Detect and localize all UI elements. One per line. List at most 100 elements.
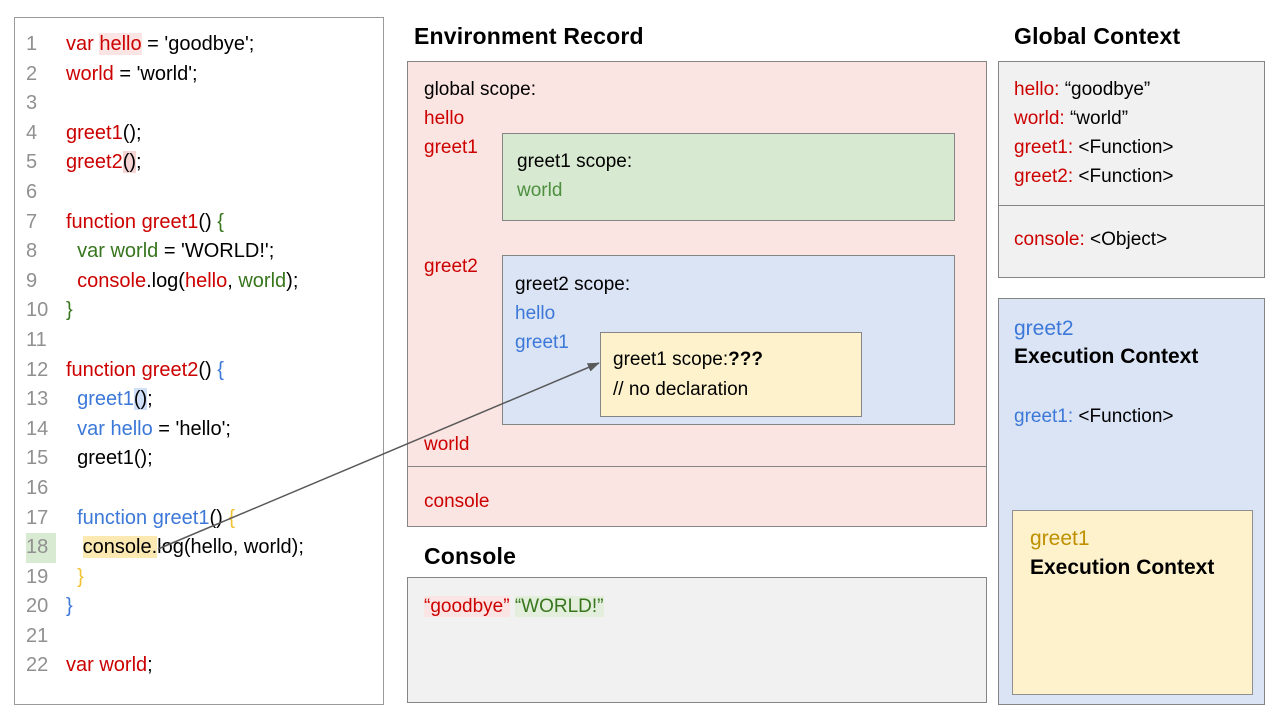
text-token: greet2 — [66, 151, 123, 174]
code-line: 6 — [15, 178, 383, 208]
greet1-ec-name: greet1 — [1030, 527, 1090, 550]
text-token: greet2: — [1014, 166, 1074, 187]
greet2-scope-var-hello: hello — [515, 303, 556, 324]
line-number: 5 — [26, 151, 38, 174]
text-token: “goodbye” — [424, 596, 510, 617]
code-text: console.log(hello, world); — [66, 533, 304, 563]
code-line: 13 greet1(); — [15, 385, 383, 415]
code-line: 15 greet1(); — [15, 444, 383, 474]
code-line: 18 console.log(hello, world); — [15, 533, 383, 563]
text-token: () — [198, 358, 218, 381]
text-token: console — [77, 269, 147, 292]
text-token: hello — [99, 33, 142, 55]
code-line: 16 — [15, 474, 383, 504]
text-token: console. — [82, 536, 158, 559]
text-token: } — [66, 299, 73, 322]
code-text: var hello = 'hello'; — [66, 415, 231, 445]
greet2-ec-title: Execution Context — [1014, 345, 1199, 368]
line-number: 14 — [26, 417, 49, 440]
code-line: 21 — [15, 622, 383, 652]
code-line: 17 function greet1() { — [15, 504, 383, 534]
global-var-console: console — [424, 491, 490, 512]
text-token: greet1: — [1014, 137, 1074, 158]
line-number: 18 — [26, 533, 56, 563]
code-text: function greet1() { — [66, 504, 235, 534]
text-token: function greet2 — [66, 358, 199, 381]
text-token: <Object> — [1084, 229, 1168, 250]
text-token: ??? — [728, 349, 763, 370]
text-token: } — [66, 595, 73, 618]
text-token: “world” — [1064, 108, 1129, 129]
text-token: } — [77, 565, 84, 588]
global-context-divider — [998, 204, 1265, 206]
code-text: } — [66, 563, 84, 593]
text-token: <Function> — [1073, 137, 1174, 158]
text-token: greet1 — [77, 388, 134, 411]
code-text: var hello = 'goodbye'; — [66, 30, 254, 60]
text-token — [66, 536, 83, 558]
line-number: 13 — [26, 388, 49, 411]
text-token — [66, 270, 77, 292]
text-token: ); — [286, 269, 299, 292]
text-token: console: — [1014, 229, 1085, 250]
code-text: greet1(); — [66, 385, 153, 415]
text-token: ; — [147, 654, 153, 677]
text-token: = 'WORLD!'; — [158, 240, 275, 263]
text-token: { — [217, 358, 224, 381]
code-text: var world; — [66, 651, 153, 681]
gc-entry-hello: hello: “goodbye” — [1014, 78, 1150, 102]
code-text: } — [66, 592, 73, 622]
code-line: 19 } — [15, 563, 383, 593]
global-var-world: world — [424, 434, 470, 455]
greet2-ec-name: greet2 — [1014, 317, 1074, 340]
global-context-box — [998, 61, 1265, 278]
text-token: var world — [77, 240, 159, 263]
gc-entry-greet2: greet2: <Function> — [1014, 165, 1174, 189]
gc-entry-greet1: greet1: <Function> — [1014, 136, 1174, 160]
environment-record-title: Environment Record — [414, 23, 644, 49]
text-token: ; — [147, 388, 153, 411]
text-token — [66, 388, 77, 410]
text-token: = 'world'; — [113, 62, 198, 85]
code-line: 20} — [15, 592, 383, 622]
text-token: greet1 — [66, 121, 123, 144]
line-number: 16 — [26, 476, 49, 499]
code-text: world = 'world'; — [66, 60, 198, 90]
text-token: { — [217, 210, 224, 233]
text-token: world — [66, 62, 114, 85]
text-token: () — [122, 151, 137, 174]
text-token: log(hello, world); — [157, 536, 304, 559]
greet1-inner-scope-label: greet1 scope:??? — [613, 348, 763, 372]
line-number: 19 — [26, 565, 49, 588]
text-token: hello: — [1014, 79, 1060, 100]
text-token — [66, 447, 77, 469]
text-token: var — [66, 33, 100, 55]
text-token — [66, 418, 77, 440]
greet1-inner-scope-comment: // no declaration — [613, 379, 749, 400]
text-token: () — [209, 506, 229, 529]
code-text: greet2(); — [66, 148, 142, 178]
global-context-title: Global Context — [1014, 23, 1181, 49]
text-token: .log( — [146, 269, 185, 292]
code-text: console.log(hello, world); — [66, 267, 298, 297]
code-line: 12 function greet2() { — [15, 356, 383, 386]
console-title: Console — [424, 543, 517, 569]
line-number: 12 — [26, 358, 49, 381]
line-number: 15 — [26, 447, 49, 470]
text-token: <Function> — [1073, 166, 1174, 187]
global-console-row — [407, 465, 987, 527]
code-line: 10} — [15, 296, 383, 326]
text-token: , — [227, 269, 239, 292]
text-token: () — [133, 388, 148, 411]
line-number: 9 — [26, 269, 38, 292]
line-number: 8 — [26, 240, 38, 263]
code-line: 3 — [15, 89, 383, 119]
text-token: var hello — [77, 417, 153, 440]
text-token: “goodbye” — [1059, 79, 1151, 100]
